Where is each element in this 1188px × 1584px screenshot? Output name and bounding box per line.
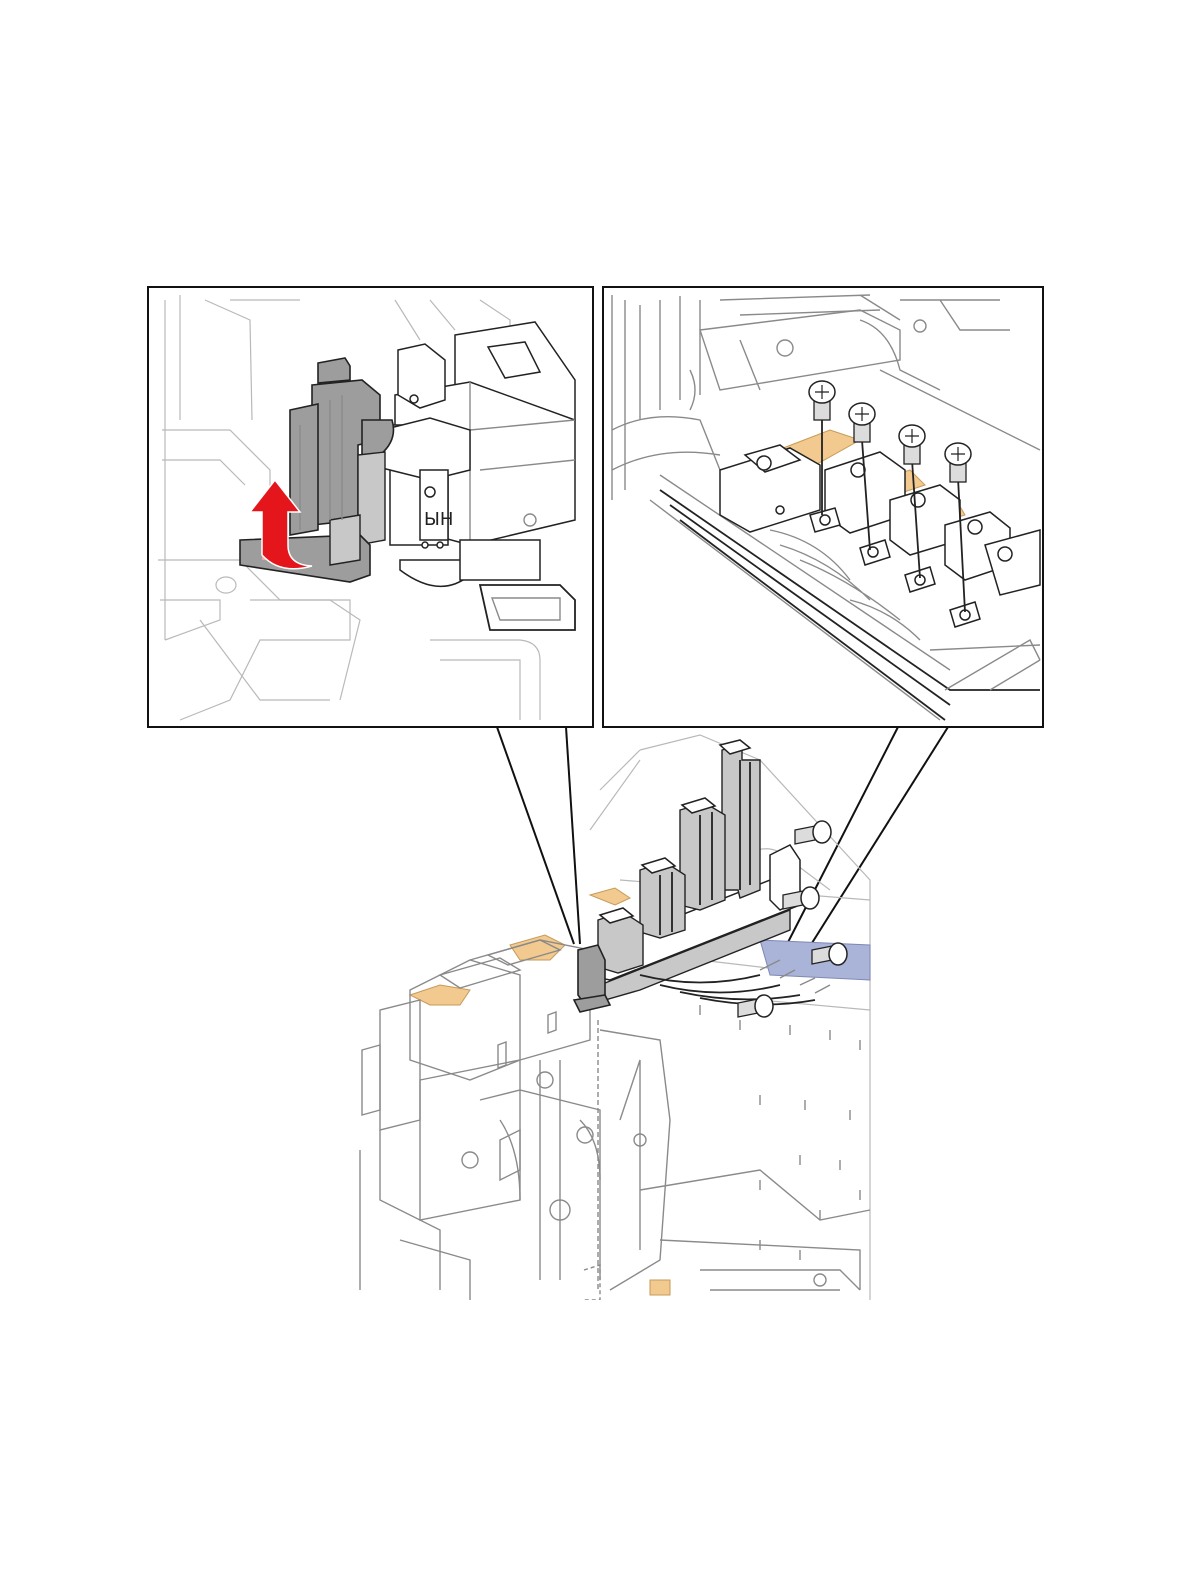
screw-icon <box>738 995 773 1017</box>
harness-screws-detail-panel <box>603 287 1043 727</box>
latch-detail-panel: ЫН <box>148 287 593 727</box>
rail-assembly <box>574 740 830 1012</box>
assembly-overview <box>360 735 870 1300</box>
screw-icon <box>795 821 831 844</box>
svg-text:ЫН: ЫН <box>424 509 453 530</box>
